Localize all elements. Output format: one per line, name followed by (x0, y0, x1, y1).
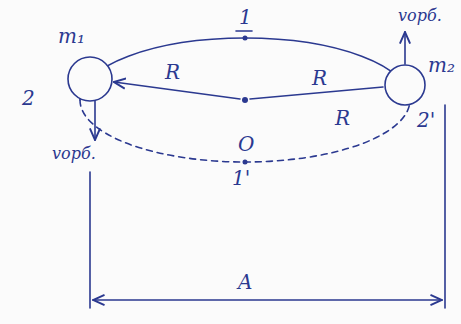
extension-line (444, 105, 446, 308)
velocity-label: vорб. (52, 146, 96, 163)
orbit-front (80, 38, 410, 100)
center-dot (242, 97, 248, 103)
mass-circle (385, 65, 425, 105)
radius-arrow (114, 82, 240, 99)
point-label: O (238, 134, 254, 155)
dimension-label: A (238, 272, 252, 293)
radius-label: R (335, 108, 350, 129)
mass-label: m₂ (428, 55, 455, 76)
mass-circle (68, 57, 112, 101)
radius-label: R (165, 62, 180, 83)
velocity-arrow (94, 101, 96, 140)
dimension-line (93, 299, 442, 301)
point-dot (243, 160, 248, 165)
underline (236, 30, 252, 32)
radius-label: R (312, 68, 327, 89)
mass-label: m₁ (58, 26, 85, 47)
point-label: 1' (232, 168, 250, 189)
position-label: 2 (22, 88, 35, 109)
point-label: 1 (239, 7, 252, 28)
extension-line (89, 172, 91, 308)
orbit-back (80, 100, 410, 162)
velocity-arrow (404, 32, 406, 64)
point-dot (243, 36, 248, 41)
velocity-label: vорб. (398, 8, 442, 25)
position-label: 2' (417, 110, 435, 131)
